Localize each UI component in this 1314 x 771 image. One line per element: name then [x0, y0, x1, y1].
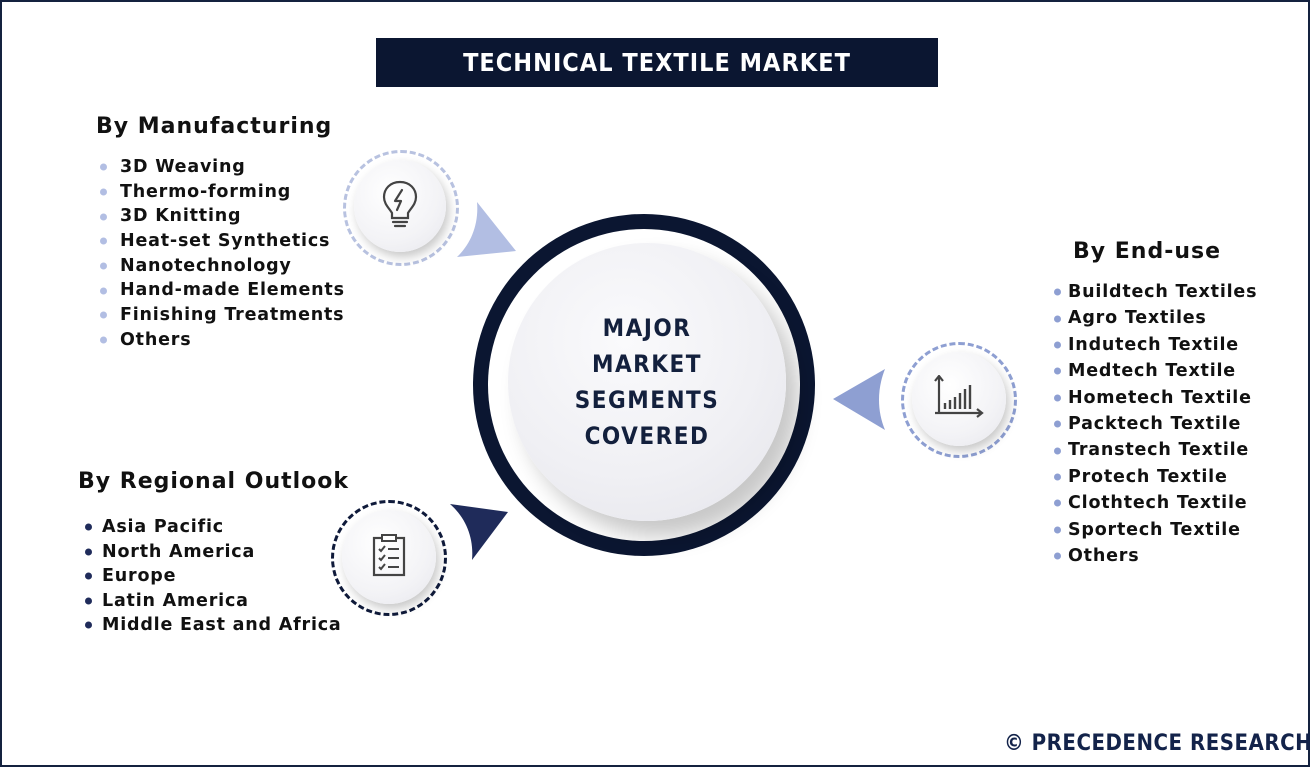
bullet-dot: [85, 523, 92, 531]
bullet-dot: [100, 237, 107, 245]
bullet-dot: [100, 262, 107, 270]
list-item-label: 3D Knitting: [120, 206, 242, 227]
heading-regional-outlook: By Regional Outlook: [78, 469, 350, 494]
list-item: Heat-set Synthetics: [100, 229, 345, 254]
list-item: Others: [1054, 543, 1257, 569]
center-line-2: MARKET: [591, 350, 703, 378]
list-item: 3D Knitting: [100, 204, 345, 229]
bullet-dot: [100, 311, 107, 319]
bar-chart-icon: [933, 374, 985, 423]
bullet-dot: [1054, 552, 1061, 560]
manufacturing-icon-ring: [343, 150, 459, 266]
regional-icon-disc: [342, 510, 436, 604]
list-item: Asia Pacific: [82, 515, 342, 540]
heading-end-use: By End-use: [1073, 239, 1222, 264]
list-item-label: Middle East and Africa: [102, 615, 342, 635]
bullet-dot: [1054, 499, 1061, 507]
center-line-1: MAJOR: [602, 314, 692, 342]
page-title: TECHNICAL TEXTILE MARKET: [376, 38, 938, 87]
list-item: Medtech Textile: [1054, 358, 1257, 384]
list-item: 3D Weaving: [100, 155, 345, 180]
arrow-manufacturing: [457, 202, 516, 257]
list-item: Thermo-forming: [100, 180, 345, 205]
bullet-dot: [85, 548, 92, 556]
list-item: North America: [82, 540, 342, 565]
bullet-dot: [85, 621, 92, 629]
list-item-label: Others: [1068, 545, 1140, 566]
list-item-label: Europe: [102, 566, 177, 586]
arrow-end-use: [833, 369, 885, 430]
end-use-icon-ring: [901, 342, 1017, 458]
bullet-dot: [85, 597, 92, 605]
bullet-dot: [1054, 526, 1061, 534]
bullet-dot: [100, 213, 107, 221]
list-item-label: Sportech Textile: [1068, 519, 1241, 540]
bullet-dot: [85, 572, 92, 580]
bullet-dot: [1054, 420, 1061, 428]
bullet-dot: [1054, 394, 1061, 402]
bullet-dot: [1054, 473, 1061, 481]
bullet-dot: [100, 336, 107, 344]
list-item-label: Heat-set Synthetics: [120, 231, 331, 252]
list-item-label: Hand-made Elements: [120, 280, 345, 301]
bullet-dot: [100, 287, 107, 295]
bullet-dot: [1054, 367, 1061, 375]
manufacturing-icon-disc: [354, 160, 446, 252]
list-item-label: North America: [102, 541, 256, 562]
center-line-4: COVERED: [584, 422, 710, 450]
list-item-label: Asia Pacific: [102, 517, 224, 537]
list-item-label: Protech Textile: [1068, 466, 1228, 487]
arrow-regional: [450, 504, 508, 560]
checklist-icon: [371, 533, 407, 581]
bullet-dot: [1054, 315, 1061, 323]
list-item-label: Packtech Textile: [1068, 413, 1242, 434]
list-item-label: Finishing Treatments: [120, 305, 345, 326]
list-item-label: Thermo-forming: [120, 181, 292, 202]
list-item-label: Others: [120, 329, 192, 350]
end-use-icon-disc: [912, 352, 1006, 446]
list-item: Nanotechnology: [100, 254, 345, 279]
list-item-label: 3D Weaving: [120, 157, 246, 177]
list-item-label: Indutech Textile: [1068, 334, 1239, 355]
list-item: Agro Textiles: [1054, 305, 1257, 331]
list-item: Indutech Textile: [1054, 332, 1257, 358]
list-item-label: Buildtech Textiles: [1068, 282, 1258, 302]
bullet-dot: [1054, 288, 1061, 296]
list-item-label: Agro Textiles: [1068, 308, 1207, 329]
lightbulb-icon: [380, 178, 420, 234]
list-item: Latin America: [82, 589, 342, 614]
list-item: Protech Textile: [1054, 464, 1257, 490]
list-item: Transtech Textile: [1054, 437, 1257, 463]
center-label: MAJOR MARKET SEGMENTS COVERED: [508, 243, 786, 521]
list-item: Finishing Treatments: [100, 303, 345, 328]
bullet-dot: [100, 188, 107, 196]
brand-watermark: © PRECEDENCE RESEARCH: [1004, 731, 1313, 756]
center-line-3: SEGMENTS: [574, 386, 720, 414]
list-item: Hand-made Elements: [100, 278, 345, 303]
list-item-label: Latin America: [102, 590, 249, 611]
list-item: Hometech Textile: [1054, 385, 1257, 411]
list-item-label: Hometech Textile: [1068, 387, 1252, 408]
list-item: Buildtech Textiles: [1054, 279, 1257, 305]
list-item-label: Clothtech Textile: [1068, 493, 1248, 514]
list-item: Clothtech Textile: [1054, 490, 1257, 516]
center-disc: [508, 243, 786, 521]
bullet-dot: [1054, 341, 1061, 349]
list-item: Sportech Textile: [1054, 517, 1257, 543]
bullet-dot: [1054, 447, 1061, 455]
regional-icon-ring: [331, 500, 447, 616]
bullet-dot: [100, 163, 107, 171]
heading-manufacturing: By Manufacturing: [96, 114, 333, 139]
list-item-label: Medtech Textile: [1068, 361, 1236, 382]
list-item: Packtech Textile: [1054, 411, 1257, 437]
list-item: Europe: [82, 564, 342, 589]
list-item: Middle East and Africa: [82, 613, 342, 638]
list-item-label: Nanotechnology: [120, 255, 292, 276]
list-item: Others: [100, 328, 345, 353]
list-item-label: Transtech Textile: [1068, 440, 1250, 461]
